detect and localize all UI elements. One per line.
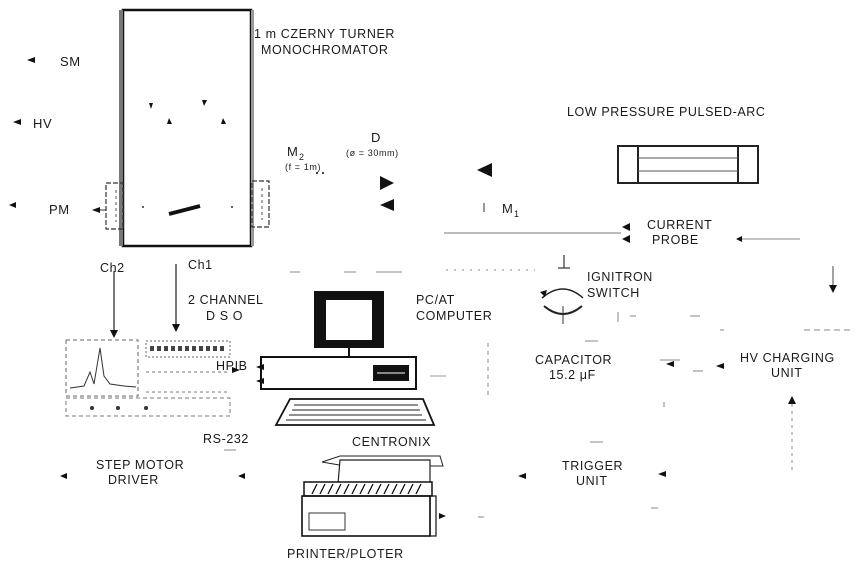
labels: 1 m CZERNY TURNER MONOCHROMATOR SM HV PM… <box>33 27 835 561</box>
left-arrows <box>9 57 106 213</box>
dso-label-line2: D S O <box>206 309 243 323</box>
current-probe-label-line2: PROBE <box>652 233 699 247</box>
printer-label: PRINTER/PLOTER <box>287 547 404 561</box>
pulsed-arc-lamp <box>617 145 759 184</box>
optical-arrow <box>380 176 394 190</box>
d-label: D <box>371 130 381 145</box>
arc-label: LOW PRESSURE PULSED-ARC <box>567 105 766 119</box>
grating <box>168 204 201 216</box>
ignitron-label-line2: SWITCH <box>587 286 640 300</box>
flow-arrows <box>60 361 796 479</box>
current-probe-label-line1: CURRENT <box>647 218 712 232</box>
sm-label: SM <box>60 54 81 69</box>
pc-label-line2: COMPUTER <box>416 309 492 323</box>
hpib-label: HPIB <box>216 359 248 373</box>
optical-arrow <box>477 163 492 177</box>
pc-label-line1: PC/AT <box>416 293 455 307</box>
current-probe <box>444 223 837 293</box>
pc-computer <box>256 291 446 426</box>
m1-subscript: 1 <box>514 209 520 219</box>
centronix-label: CENTRONIX <box>352 435 431 449</box>
dso-oscilloscope <box>65 264 240 417</box>
m1-label: M <box>502 201 513 216</box>
hv-charging-label-line2: UNIT <box>771 366 803 380</box>
printer-plotter <box>301 455 446 537</box>
dso-label-line1: 2 CHANNEL <box>188 293 264 307</box>
m2-label: M <box>287 144 298 159</box>
m2-subscript: 2 <box>299 152 305 162</box>
ch1-label: Ch1 <box>188 258 213 272</box>
optical-arrow <box>380 199 394 211</box>
m2-focal-length: (f = 1m) <box>285 162 321 172</box>
pm-label: PM <box>49 202 70 217</box>
monochromator <box>105 8 270 248</box>
step-motor-label-line1: STEP MOTOR <box>96 458 184 472</box>
wiring <box>224 269 854 518</box>
rs232-label: RS-232 <box>203 432 249 446</box>
optical-path <box>315 163 492 212</box>
trigger-label-line2: UNIT <box>576 474 608 488</box>
ch2-label: Ch2 <box>100 261 125 275</box>
step-motor-label-line2: DRIVER <box>108 473 159 487</box>
ignitron-label-line1: IGNITRON <box>587 270 653 284</box>
hv-charging-label-line1: HV CHARGING <box>740 351 835 365</box>
capacitor-label-line2: 15.2 μF <box>549 368 596 382</box>
capacitor-label-line1: CAPACITOR <box>535 353 612 367</box>
monochromator-label-line2: MONOCHROMATOR <box>261 43 388 57</box>
monochromator-label-line1: 1 m CZERNY TURNER <box>254 27 395 41</box>
hv-label: HV <box>33 116 52 131</box>
ignitron-switch-symbol <box>540 255 584 324</box>
trigger-label-line1: TRIGGER <box>562 459 623 473</box>
d-diameter: (ø = 30mm) <box>346 148 399 158</box>
